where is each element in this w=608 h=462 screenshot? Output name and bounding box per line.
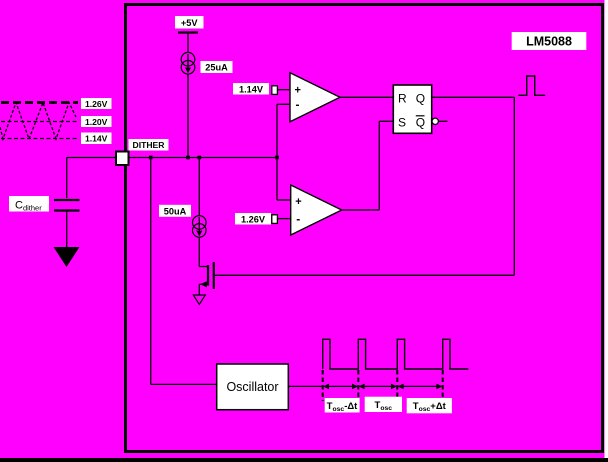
comparator-lower-minus: - [296,212,300,226]
ground-symbol-filled [53,247,80,267]
arrow-head-right [352,383,359,390]
timing-label-2: Tosc [375,400,393,412]
wave-label-high: 1.26V [85,99,108,109]
timing-label-3-suffix: +Δt [430,401,446,412]
capacitor-label-sub: dither [23,204,42,213]
arrow-head-right [436,383,443,390]
capacitor-label-bg [9,196,49,212]
rs-flipflop: R Q S Q [392,84,515,135]
flipflop-body [392,84,433,135]
arrow-head-left [322,383,329,390]
dither-ramp-waveform: 1.26V 1.20V 1.14V [0,98,112,144]
timing-label-2-bg [364,396,402,412]
flipflop-s: S [398,116,406,130]
lower-comparator-group: 1.26V + - [235,120,394,237]
timing-label-1: Tosc-Δt [327,401,359,413]
timing-label-1-bg [324,398,360,413]
capacitor-label: Cdither [15,200,42,213]
qbar-bubble [431,117,440,126]
dither-pin [115,150,130,166]
ref-126-label: 1.26V [241,214,266,224]
comparator-upper-minus: - [296,98,300,112]
oscillator-block: Oscillator [215,363,323,411]
timing-label-1-base: T [327,401,333,412]
label-25ua: 25uA [205,63,228,73]
nmos-switch [192,262,215,306]
upper-comparator-group: 1.14V + - [233,71,394,200]
capacitor-symbol [54,198,80,212]
label-50ua: 50uA [164,207,187,217]
timing-label-2-sub: osc [380,405,392,412]
timing-label-3-base: T [413,401,419,412]
ref-114-terminal [271,85,279,96]
source-arrow-head [185,67,191,74]
oscillator-label: Oscillator [226,380,278,394]
arrow-head-right [391,383,398,390]
part-number-label: LM5088 [526,34,572,48]
ref-114-label: 1.14V [239,84,264,94]
capacitor-label-base: C [15,200,23,212]
timing-label-1-suffix: -Δt [344,401,358,412]
comparator-lower-plus: + [295,196,301,208]
flipflop-q: Q [416,92,425,106]
timing-label-3: Tosc+Δt [413,401,447,413]
fet-source-arrow [200,281,207,288]
supply-label: +5V [181,18,198,28]
timing-label-3-sub: osc [419,406,431,413]
ground-symbol-open [192,294,207,306]
flipflop-r: R [398,92,407,106]
wave-label-mid-bg [81,116,112,127]
wave-label-low-bg [81,132,112,144]
label-25ua-bg [200,61,233,73]
pulse-train-path [322,338,469,370]
page-bottom-edge [0,458,608,462]
q-output-pulse-icon [518,75,546,97]
supply-label-bg [175,16,204,29]
comparator-upper [289,71,342,123]
arrow-head-left [397,383,404,390]
wave-label-mid: 1.20V [85,117,108,127]
timing-label-3-bg [406,398,452,414]
chip-boundary [124,3,604,453]
page-right-edge [604,0,608,458]
supply-rail-group: +5V [175,16,204,53]
comparator-upper-plus: + [295,85,301,97]
part-number-bg [511,32,587,50]
dither-pin-label: DITHER [133,140,166,150]
current-source-50ua: 50uA [159,157,207,267]
ref-126-terminal [271,214,279,225]
current-source-25ua: 25uA [180,51,233,158]
timing-label-1-sub: osc [332,406,344,413]
oscillator-output-waveform: Tosc-Δt Tosc Tosc+Δt [321,338,469,414]
sink-arrow-head [196,230,203,237]
label-50ua-bg [159,204,191,217]
timing-label-2-base: T [375,400,381,411]
dither-pin-label-bg [128,139,169,151]
ref-114-label-bg [233,83,269,95]
capacitor-branch: Cdither [9,156,116,267]
wave-label-low: 1.14V [85,134,108,144]
wave-label-high-bg [81,98,112,109]
flipflop-qbar: Q [416,116,425,130]
ref-126-label-bg [235,213,271,225]
comparator-lower [290,183,344,237]
junction-dot [186,155,190,160]
arrow-head-left [358,383,365,390]
